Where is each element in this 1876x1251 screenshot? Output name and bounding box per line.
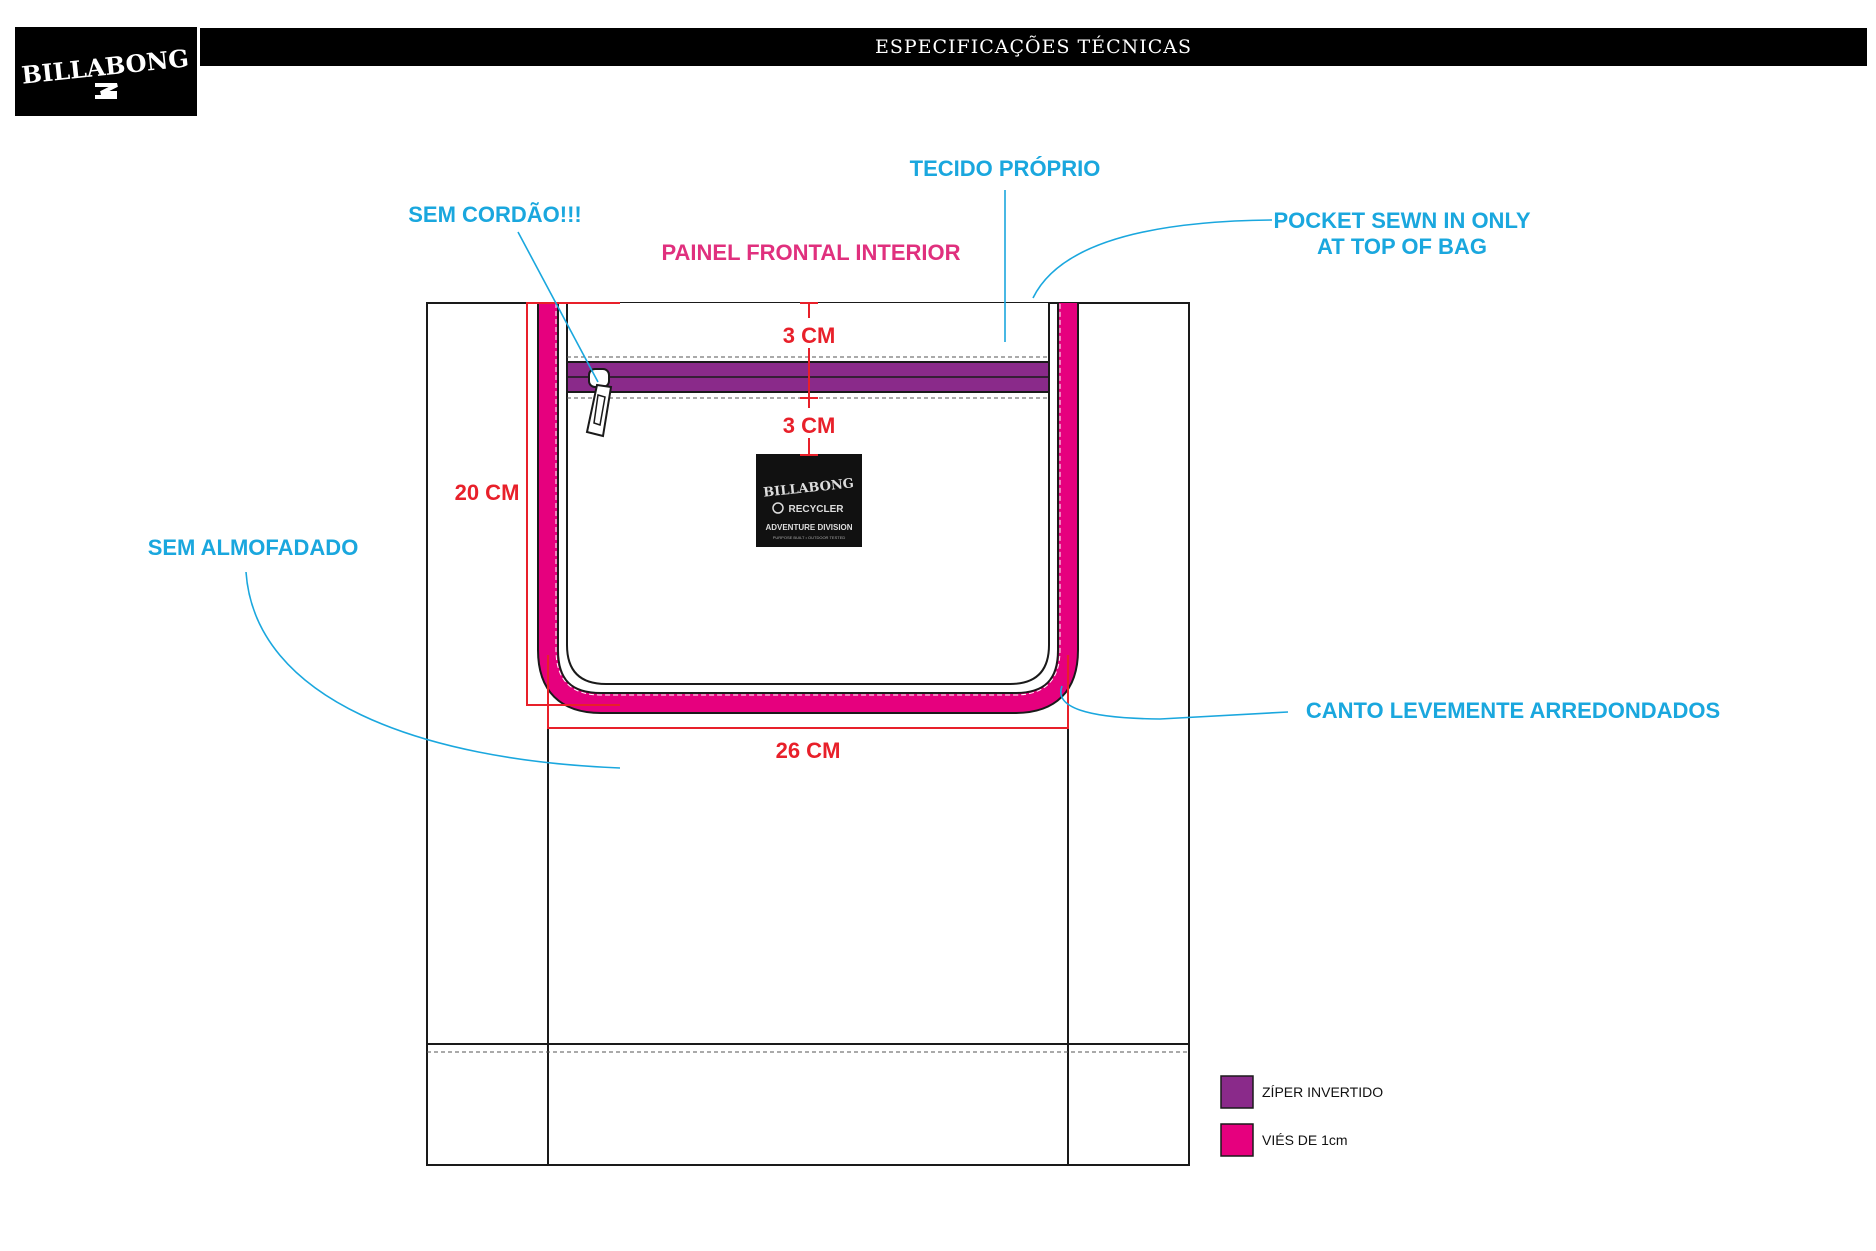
dim-width [547, 655, 1069, 729]
callout-tecido-proprio: TECIDO PRÓPRIO [910, 156, 1101, 181]
callout-painel-frontal: PAINEL FRONTAL INTERIOR [661, 240, 960, 265]
page-title: ESPECIFICAÇÕES TÉCNICAS [874, 36, 1193, 58]
legend-swatch-binding [1220, 1123, 1254, 1157]
label-recycler: RECYCLER [788, 504, 844, 515]
dim-top-gap-label: 3 CM [783, 323, 836, 348]
dim-below-zip-label: 3 CM [783, 413, 836, 438]
leader-sem-cordao [517, 231, 599, 383]
brand-logo: BILLABONG [15, 27, 197, 116]
recycler-label-patch: BILLABONG RECYCLER ADVENTURE DIVISION PU… [756, 454, 862, 547]
dim-height-label: 20 CM [455, 480, 520, 505]
callout-sem-almofadado: SEM ALMOFADADO [148, 535, 359, 560]
leader-sem-almofadado [245, 571, 621, 769]
label-tagline: PURPOSE BUILT • OUTDOOR TESTED [773, 535, 846, 540]
leader-canto [1060, 685, 1289, 720]
legend-swatch-zipper [1220, 1075, 1254, 1109]
label-patch [756, 454, 862, 547]
legend-label-zipper: ZÍPER INVERTIDO [1262, 1084, 1383, 1100]
label-adventure: ADVENTURE DIVISION [765, 523, 852, 532]
leader-pocket [1032, 219, 1273, 299]
callout-canto: CANTO LEVEMENTE ARREDONDADOS [1306, 698, 1720, 723]
binding-stitch [555, 303, 1061, 696]
legend-label-binding: VIÉS DE 1cm [1262, 1132, 1348, 1148]
callout-leaders [245, 190, 1289, 769]
dim-width-label: 26 CM [776, 738, 841, 763]
callout-pocket-line2: AT TOP OF BAG [1317, 234, 1487, 259]
recycle-icon [772, 502, 784, 514]
callout-sem-cordao: SEM CORDÃO!!! [408, 202, 582, 227]
callout-pocket-line1: POCKET SEWN IN ONLY [1273, 208, 1530, 233]
dim-height [526, 302, 620, 706]
billabong-logo-icon: BILLABONG [20, 43, 190, 99]
pocket-binding [539, 303, 1077, 712]
legend: ZÍPER INVERTIDO VIÉS DE 1cm [1220, 1075, 1383, 1157]
page-title-bar: ESPECIFICAÇÕES TÉCNICAS [200, 28, 1867, 66]
